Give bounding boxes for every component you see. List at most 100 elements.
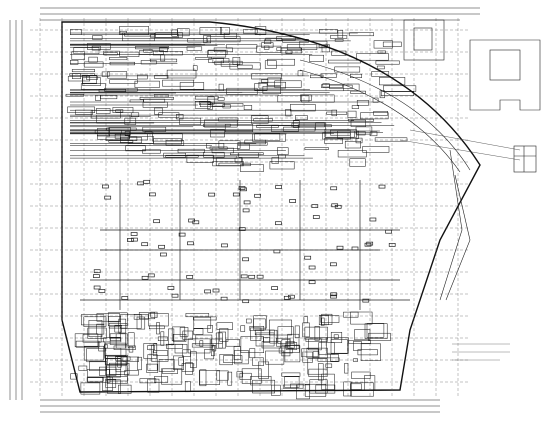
plant-room-element xyxy=(149,325,165,330)
duct-segment xyxy=(142,126,167,132)
duct-segment xyxy=(324,130,355,138)
duct-segment xyxy=(304,147,329,150)
duct-segment xyxy=(204,119,238,128)
diffuser xyxy=(330,186,338,191)
duct-segment xyxy=(362,146,390,153)
plant-room-element xyxy=(317,357,340,362)
diffuser xyxy=(160,252,167,257)
plant-room-element xyxy=(139,378,157,384)
duct-segment xyxy=(152,51,183,56)
plant-room-element xyxy=(128,346,134,353)
plant-room-element xyxy=(333,334,339,339)
duct-segment xyxy=(130,112,140,117)
plant-room-element xyxy=(250,327,262,341)
duct-segment xyxy=(356,53,389,61)
plant-room-element xyxy=(360,343,381,361)
plant-room-element xyxy=(269,319,292,336)
plant-room-element xyxy=(83,345,104,361)
plant-room-element xyxy=(127,332,135,349)
duct-segment xyxy=(155,32,183,38)
bottom-dimension-strip xyxy=(40,399,440,413)
plant-room-element xyxy=(75,340,100,348)
duct-segment xyxy=(82,75,97,84)
plant-room-element xyxy=(193,316,212,329)
duct-segment xyxy=(143,98,166,103)
key-plan-inset xyxy=(403,19,541,111)
duct-segment xyxy=(379,77,406,86)
duct-segment xyxy=(230,152,264,155)
duct-segment xyxy=(373,40,393,49)
plant-room-element xyxy=(107,312,128,326)
diffuser xyxy=(93,269,101,274)
diffuser xyxy=(242,257,249,262)
duct-segment xyxy=(154,107,163,115)
duct-segment xyxy=(375,60,400,65)
duct-segment xyxy=(237,143,250,150)
duct-segment xyxy=(377,50,386,54)
duct-segment xyxy=(285,109,292,117)
plant-room-element xyxy=(185,362,193,375)
duct-segment xyxy=(225,44,258,49)
diffuser xyxy=(208,192,215,197)
diffuser xyxy=(187,241,194,246)
diffuser xyxy=(312,215,320,219)
plant-room-element xyxy=(179,327,189,337)
plant-room-element xyxy=(265,350,285,365)
duct-segment xyxy=(95,95,101,101)
duct-segment xyxy=(218,140,241,149)
plant-room-element xyxy=(325,363,333,368)
plant-room-element xyxy=(269,329,278,344)
duct-segment xyxy=(92,35,103,40)
diffuser xyxy=(221,243,228,248)
plant-room-element xyxy=(96,323,105,335)
duct-segment xyxy=(203,35,211,44)
duct-segment xyxy=(91,45,101,51)
duct-segment xyxy=(318,44,329,48)
duct-segment xyxy=(238,152,259,158)
duct-segment xyxy=(210,129,225,138)
duct-segment xyxy=(293,120,300,128)
duct-segment xyxy=(206,36,241,43)
plant-room-element xyxy=(318,363,324,381)
plant-room-element xyxy=(160,331,165,346)
plant-room-element xyxy=(249,348,256,359)
plant-room-element xyxy=(86,348,106,363)
diffuser xyxy=(271,286,278,290)
plant-room-element xyxy=(158,359,175,372)
diffuser xyxy=(121,296,129,300)
diffuser xyxy=(331,203,339,208)
diffuser xyxy=(220,296,228,301)
duct-segment xyxy=(356,100,369,106)
plant-room-element xyxy=(250,376,272,386)
duct-segment xyxy=(344,141,361,149)
plant-room-element xyxy=(240,325,246,332)
duct-segment xyxy=(322,132,351,140)
duct-segment xyxy=(269,161,295,170)
diffuser xyxy=(330,294,337,299)
diffuser xyxy=(242,299,250,304)
duct-segment xyxy=(383,85,417,92)
duct-segment xyxy=(153,94,169,98)
duct-segment xyxy=(73,47,100,55)
plant-room-element xyxy=(137,356,142,371)
diffuser xyxy=(378,184,386,189)
diffuser xyxy=(275,185,282,189)
plant-room-element xyxy=(344,363,349,374)
duct-segment xyxy=(88,56,98,63)
plant-room-element xyxy=(294,325,300,338)
leader-lines xyxy=(399,129,521,161)
plant-room-element xyxy=(166,343,183,349)
duct-segment xyxy=(334,66,361,73)
plant-room-element xyxy=(308,368,328,377)
diffuser xyxy=(212,288,220,293)
duct-segment xyxy=(153,138,182,145)
plant-room-element xyxy=(190,351,197,368)
duct-segment xyxy=(187,38,208,43)
duct-segment xyxy=(96,108,111,114)
plant-room-element xyxy=(305,337,328,342)
diffuser xyxy=(158,244,165,249)
plant-room-element xyxy=(150,311,158,318)
plant-room-element xyxy=(184,381,191,393)
diffuser xyxy=(153,219,160,224)
